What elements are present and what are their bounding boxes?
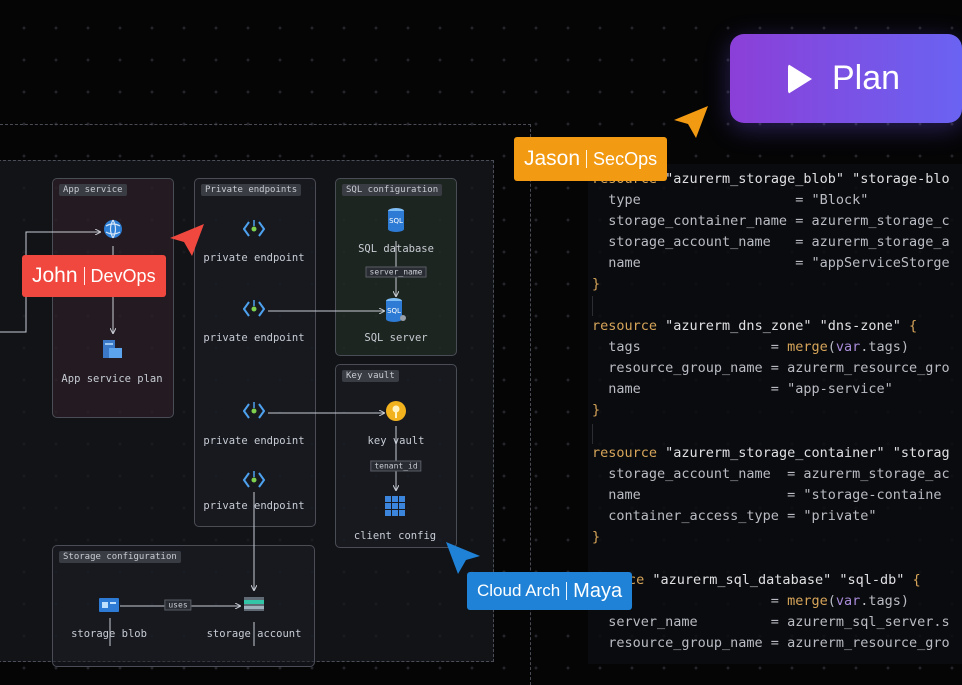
cursor-tag-maya: Cloud Arch Maya [467,572,633,610]
code-line: storage_account_name = azurerm_storage_a… [592,466,950,482]
code-line: name = "appServiceStorge [592,255,950,271]
app-service-globe-icon[interactable] [102,218,124,244]
cursor-user-role: SecOps [593,148,658,169]
code-brace: { [909,318,918,334]
code-line: resource_group_name = azurerm_resource_g… [592,635,950,651]
code-line: } [592,402,601,418]
code-line: storage_container_name = azurerm_storage… [592,213,950,229]
code-line: name = "storage-containe [592,487,942,503]
cursor-user-role: Maya [573,579,623,602]
key-vault-icon[interactable] [385,400,407,426]
cursor-tag-john: John DevOps [22,255,166,297]
code-text: ( [827,339,836,355]
plan-button-label: Plan [832,59,901,97]
private-endpoint-icon[interactable] [242,218,266,244]
app-service-plan-icon[interactable] [100,338,124,366]
node-label-storage-blob: storage blob [71,628,147,640]
code-separator [592,424,593,444]
cursor-pointer-icon [170,224,204,256]
cursor-pointer-icon [446,542,480,574]
cursor-separator [83,267,85,285]
code-text: .tags) [860,593,910,609]
sql-server-icon[interactable]: SQL [384,297,408,327]
code-line: server_name = azurerm_sql_server.s [592,614,950,630]
code-variable: var [835,339,861,355]
code-keyword: ce [628,572,645,588]
cursor-user-role: DevOps [90,265,156,286]
node-label-app-service-plan: App service plan [61,373,163,385]
code-line: } [592,276,601,292]
code-line: name = "app-service" [592,381,893,397]
code-brace: { [912,572,921,588]
node-label-sql-database: SQL database [358,243,434,255]
code-keyword: resource [592,445,658,461]
node-label-private-endpoint: private endpoint [203,500,305,512]
code-text: "azurerm_storage_container" "storag [657,445,950,461]
code-line: storage_account_name = azurerm_storage_a [592,234,950,250]
cursor-user-name: Cloud Arch [477,581,561,600]
group-title: Storage configuration [59,551,181,563]
play-icon [788,63,812,94]
node-label-sql-server: SQL server [364,332,428,344]
code-line: container_access_type = "private" [592,508,877,524]
group-title: SQL configuration [342,184,443,196]
code-text: .tags) [860,339,910,355]
plan-button[interactable]: Plan [730,34,962,123]
group-private-endpoints[interactable]: Private endpoints [194,178,316,527]
code-text: tags = [592,339,788,355]
node-label-key-vault: key vault [367,435,425,447]
cursor-user-name: John [32,264,78,287]
group-title: Private endpoints [201,184,302,196]
code-text: "azurerm_dns_zone" "dns-zone" [657,318,909,334]
private-endpoint-icon[interactable] [242,400,266,426]
private-endpoint-icon[interactable] [242,469,266,495]
storage-account-icon[interactable] [243,596,265,616]
code-line: resource_group_name = azurerm_resource_g… [592,360,950,376]
cursor-separator [586,150,588,168]
group-title: Key vault [342,370,399,382]
cursor-separator [566,582,568,600]
cursor-user-name: Jason [524,147,581,170]
code-line: } [592,529,601,545]
private-endpoint-icon[interactable] [242,298,266,324]
cursor-tag-jason: Jason SecOps [514,137,668,181]
code-keyword: resource [592,318,658,334]
canvas-border [0,124,531,685]
code-text: ( [827,593,836,609]
code-text: "azurerm_sql_database" "sql-db" [644,572,913,588]
cursor-pointer-icon [674,106,708,138]
sql-icon-text: SQL [387,307,401,315]
client-config-icon[interactable] [384,495,406,521]
code-editor-panel[interactable] [588,164,962,664]
node-label-client-config: client config [353,530,437,542]
node-label-storage-account: storage account [206,628,302,640]
code-text: "azurerm_storage_blob" "storage-blo [657,171,950,187]
code-variable: var [835,593,861,609]
node-label-private-endpoint: private endpoint [203,435,305,447]
node-label-private-endpoint: private endpoint [203,332,305,344]
group-title: App service [59,184,127,196]
node-label-private-endpoint: private endpoint [203,252,305,264]
code-function: merge [787,593,828,609]
sql-icon-text: SQL [389,217,403,225]
sql-database-icon[interactable]: SQL [386,207,406,237]
edge-label-uses: uses [164,599,192,611]
edge-label-server-name: server_name [365,266,427,278]
code-separator [592,296,593,316]
edge-label-tenant-id: tenant_id [370,460,422,472]
code-line: type = "Block" [592,192,869,208]
code-function: merge [787,339,828,355]
storage-blob-icon[interactable] [98,597,120,617]
